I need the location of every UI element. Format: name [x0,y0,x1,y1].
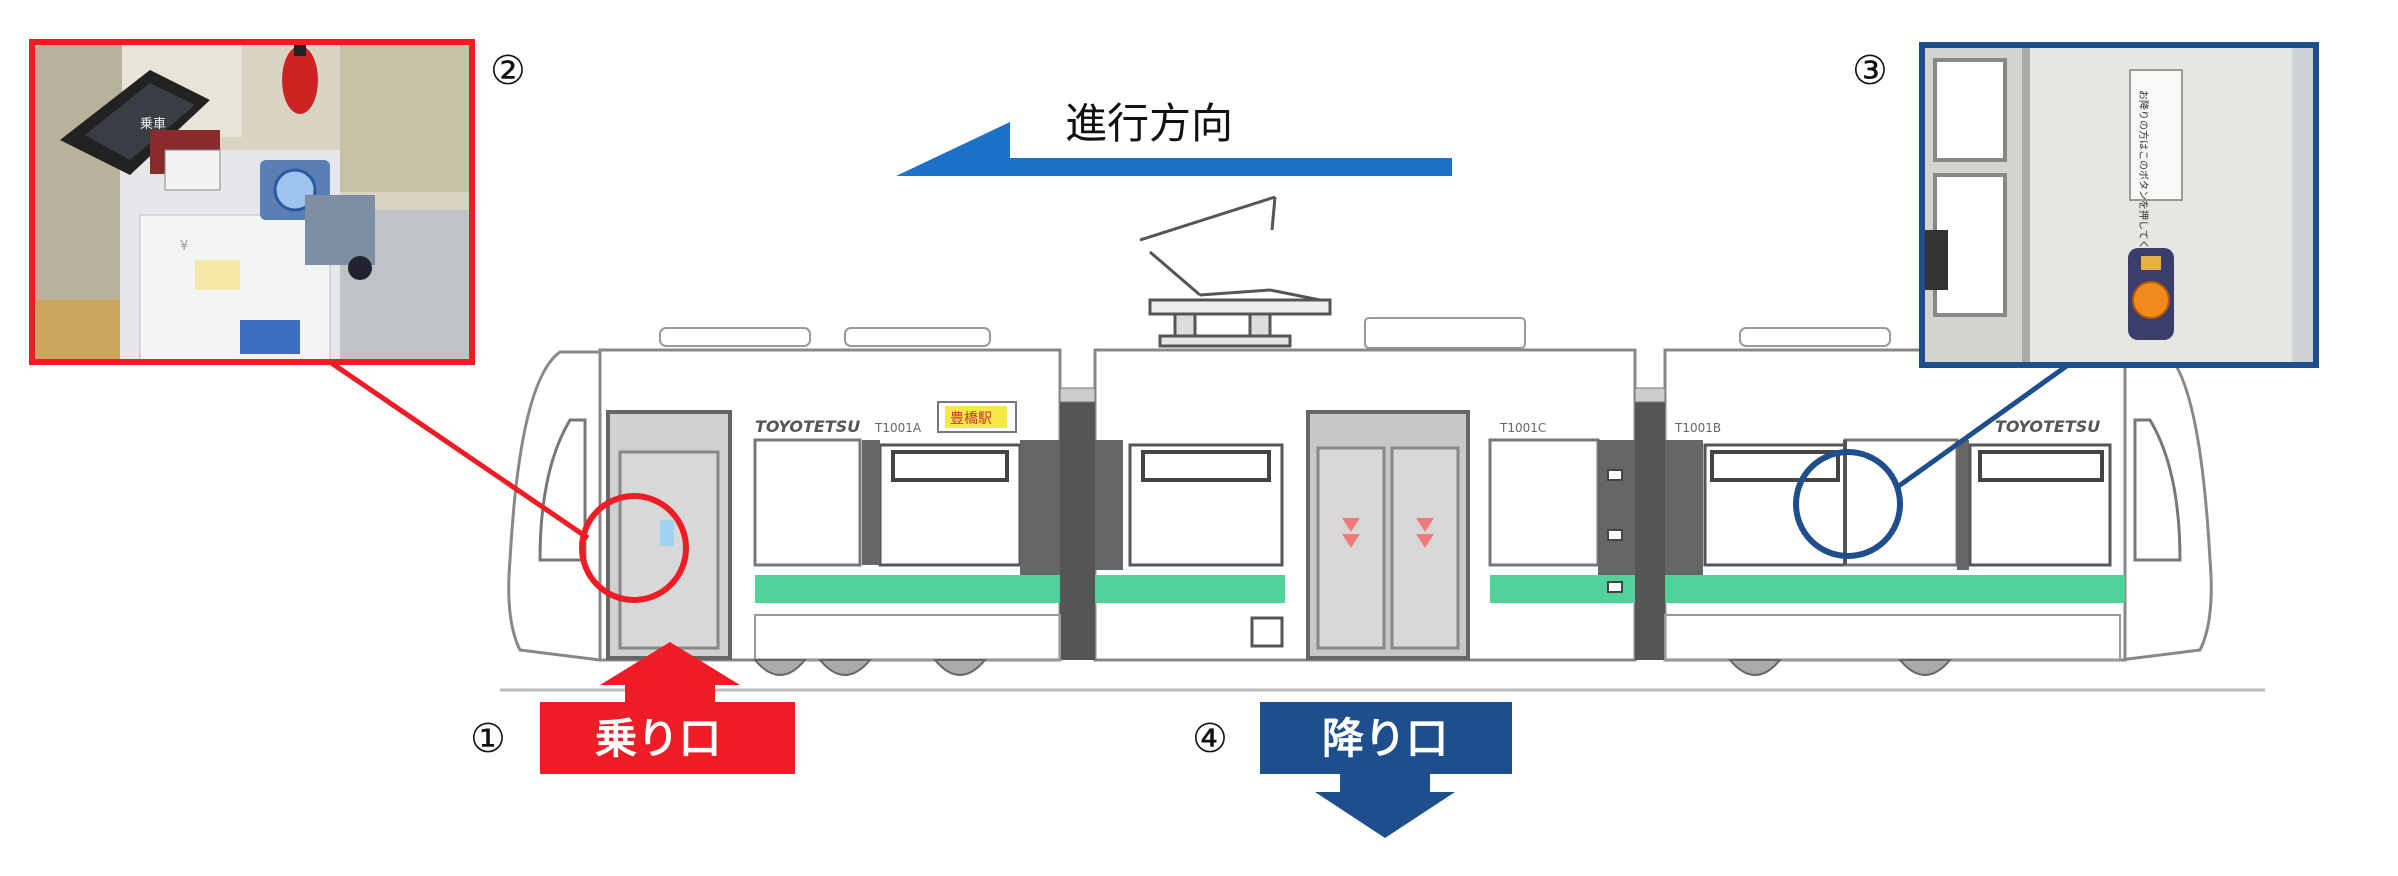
side-hatch [1250,616,1284,648]
articulation-joint [1635,395,1665,660]
photo-frame-navy [1919,42,2319,368]
roof-unit [844,327,991,347]
marker-four: ④ [1192,716,1228,762]
boarding-arrow-icon [600,642,740,702]
boarding-label-box [540,702,795,774]
stop-button-sign [2129,69,2183,201]
window-pillar [1598,440,1635,575]
brand-logo-front: TOYOTETSU [755,417,860,436]
callout-fare-box: 乗車 ¥ ② [29,39,689,603]
car-number: T1001A [874,421,922,435]
underbody-skirt [754,614,1061,661]
alighting-label: 降り口 [1322,714,1448,763]
marker-one: ① [470,716,506,762]
bogie-front [752,659,988,676]
articulation-joint [1060,395,1095,660]
destination-sign-text: 豊橋駅 [950,411,992,427]
marker-three: ③ [1852,48,1888,94]
callout-line-red [328,359,590,541]
window [1488,438,1600,567]
bogie-rear [1727,659,1953,676]
tram-stripe [755,575,1060,603]
destination-sign-face [945,406,1007,428]
fare-box-screen-text: 乗車 [140,117,166,132]
window-transom [1141,450,1271,482]
side-indicator [1607,529,1623,541]
window-transom [1978,450,2104,482]
window-pillar [862,440,880,565]
callout-circle-navy [1793,449,1903,559]
roof-unit [1364,317,1526,349]
alighting-arrow-icon [1315,774,1455,838]
car-number: T1001C [1499,421,1546,435]
boarding-label: 乗り口 [595,714,721,763]
boarding-entrance: 乗り口 ① [470,642,795,774]
window-pillar [1665,440,1703,575]
joint-cap [1634,387,1666,403]
photo-frame-red [29,39,475,365]
window-pillar [1095,440,1123,570]
photo-stop-button: お降りの方はこのボタンを押してください [1922,45,2316,365]
marker-two: ② [490,48,526,94]
direction-label: 進行方向 [1065,99,1233,148]
roof-unit [659,327,811,347]
brand-logo-rear: TOYOTETSU [1995,417,2100,436]
callout-line-navy [1894,362,2070,491]
pantograph-icon [1139,195,1332,348]
callout-stop-button: お降りの方はこのボタンを押してください ③ [1793,42,2319,559]
direction-indicator: 進行方向 [896,99,1452,176]
car-number: T1001B [1674,421,1721,435]
window-transom [891,450,1009,482]
fare-box-yen-text: ¥ [180,239,188,254]
stop-button-icon[interactable] [2132,281,2170,319]
window [753,438,862,567]
window-transom [1710,450,1840,482]
exit-door-arrow-icon [1342,518,1434,548]
front-window-frame [538,418,587,562]
tram: 豊橋駅 TOYOTETSU T1001A T1001C T1001B TOYOT… [507,317,2213,676]
rear-window-frame [2133,418,2182,562]
window-pillar [1957,440,1969,570]
door-sticker [660,520,674,546]
boarding-door-panel [618,450,720,650]
alighting-exit: 降り口 ④ [1192,702,1512,838]
stop-button-sign-text: お降りの方はこのボタンを押してください [2137,90,2150,279]
tram-stripe [1095,575,1285,603]
window-pillar [1020,440,1060,575]
side-indicator [1607,581,1623,593]
roof-unit [1739,327,1891,347]
photo-fare-box: 乗車 ¥ [32,40,472,363]
callout-circle-red [579,493,689,603]
alighting-label-box [1260,702,1512,774]
underbody-skirt [1664,614,2121,661]
side-indicator [1607,469,1623,481]
joint-cap [1059,387,1096,403]
tram-stripe [1665,575,2125,603]
direction-arrow-icon [896,122,1452,176]
